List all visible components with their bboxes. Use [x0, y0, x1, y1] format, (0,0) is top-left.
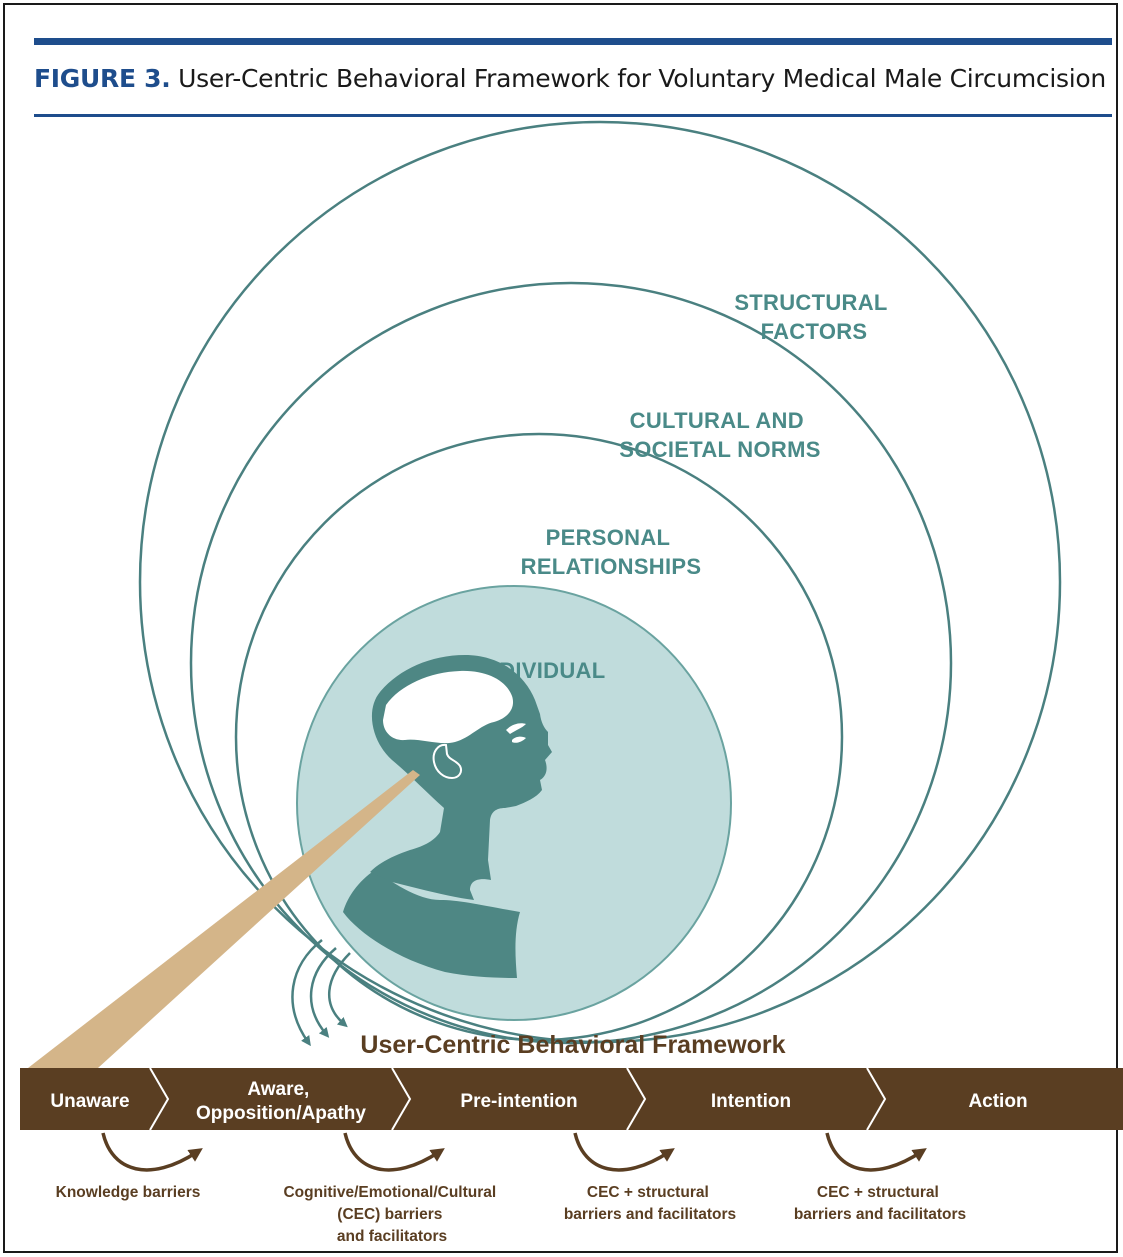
stage-unaware: Unaware: [50, 1091, 129, 1112]
svg-text:Action: Action: [968, 1091, 1027, 1112]
stage-aware: Aware, Opposition/Apathy: [196, 1079, 366, 1124]
barrier-cec-structural-1: CEC + structural barriers and facilitato…: [564, 1184, 736, 1223]
figure-frame: [3, 3, 1118, 1253]
barrier-cec: Cognitive/Emotional/Cultural (CEC) barri…: [283, 1184, 500, 1245]
ring-label-cultural: CULTURAL AND SOCIETAL NORMS: [619, 408, 820, 462]
stage-pre-intention: Pre-intention: [460, 1091, 577, 1112]
transition-arrow-2: [343, 1132, 445, 1172]
barrier-knowledge: Knowledge barriers: [56, 1184, 201, 1201]
header-rule-top: [34, 38, 1112, 45]
focus-beam: [28, 770, 420, 1068]
figure-title: FIGURE 3. User-Centric Behavioral Framew…: [34, 64, 1106, 93]
transition-arrow-4: [825, 1132, 927, 1172]
svg-text:Pre-intention: Pre-intention: [460, 1091, 577, 1112]
transition-arrow-1: [101, 1132, 203, 1172]
ring-personal: [234, 432, 844, 1042]
ring-cultural: [189, 281, 953, 1045]
stage-band: [20, 1068, 1123, 1130]
transition-arrow-3: [573, 1132, 675, 1172]
svg-text:Intention: Intention: [711, 1091, 791, 1112]
header-rule-bottom: [34, 114, 1112, 117]
framework-title: User-Centric Behavioral Framework: [360, 1031, 785, 1059]
stage-chevrons: [149, 1067, 887, 1131]
svg-text:Unaware: Unaware: [50, 1091, 129, 1112]
ring-label-structural: STRUCTURAL FACTORS: [734, 290, 893, 344]
figure-label: FIGURE 3.: [34, 64, 171, 93]
stage-intention: Intention: [711, 1091, 791, 1112]
barrier-cec-structural-2: CEC + structural barriers and facilitato…: [794, 1184, 966, 1223]
transition-arrows: [101, 1132, 927, 1172]
ring-arrows-icon: [291, 939, 351, 1047]
stage-action: Action: [968, 1091, 1027, 1112]
head-silhouette-icon: [343, 655, 552, 978]
ring-label-personal: PERSONAL RELATIONSHIPS: [521, 525, 702, 579]
svg-text:Aware, Opposition/Apathy: Aware, Opposition/Apathy: [196, 1079, 366, 1124]
figure-title-text: User-Centric Behavioral Framework for Vo…: [178, 64, 1106, 93]
